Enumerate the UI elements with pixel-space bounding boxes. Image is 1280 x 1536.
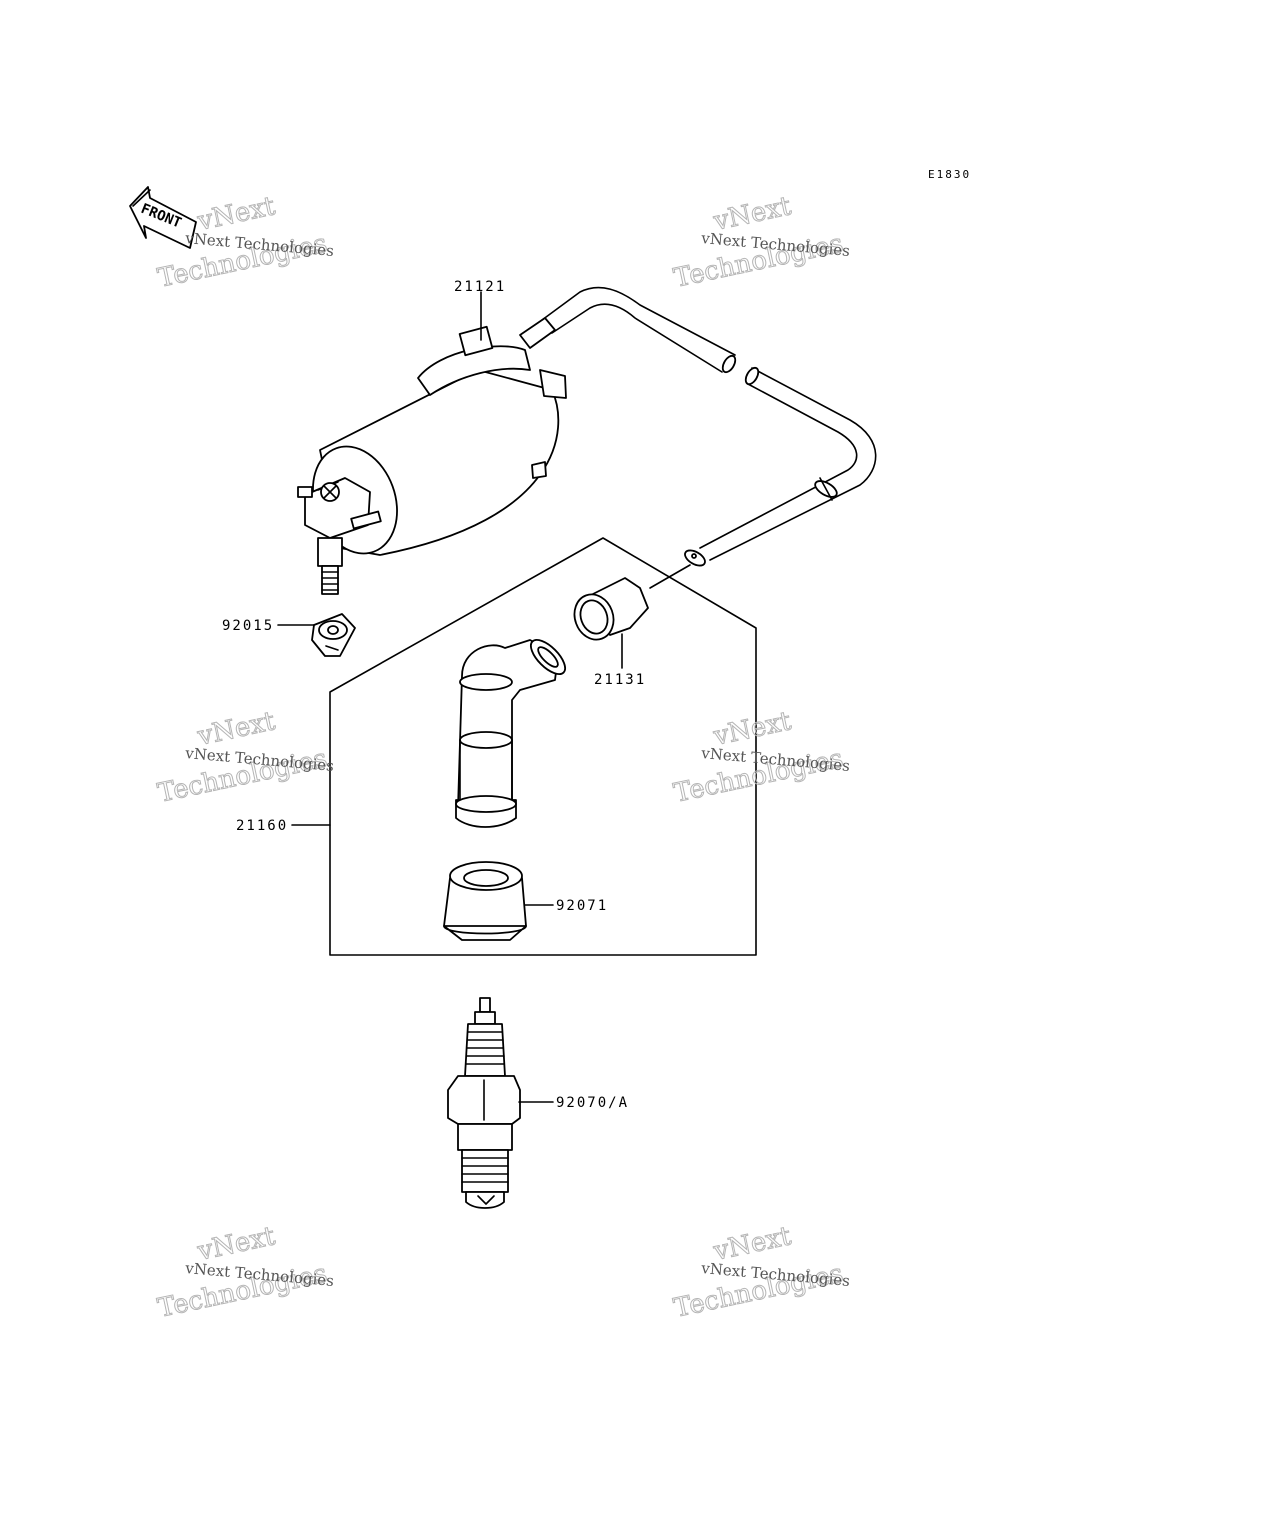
watermark: vNext Technologies vNext Technologies [671,191,851,295]
parts-box [329,537,757,956]
watermark: vNext Technologies vNext Technologies [671,706,851,810]
ignition-coil [297,325,567,595]
callout-21131: 21131 [594,672,646,688]
cap-92015 [311,613,356,657]
lead-wire [519,286,737,374]
callout-92070a: 92070/A [556,1095,629,1111]
spark-plug-92070 [447,997,521,1209]
watermark: vNext Technologies vNext Technologies [155,1221,335,1325]
watermark: vNext Technologies vNext Technologies [155,706,335,810]
callout-21121: 21121 [454,279,506,295]
callout-92071: 92071 [556,898,608,914]
diagram-code: E1830 [928,168,971,181]
clamp-21131 [573,577,649,641]
watermark: vNext Technologies vNext Technologies [671,1221,851,1325]
leader-lines [277,291,623,1103]
plug-cap-21160 [455,639,566,828]
high-tension-lead [649,366,877,589]
callout-21160: 21160 [236,818,288,834]
callout-92015: 92015 [222,618,274,634]
seal-92071 [443,861,527,941]
